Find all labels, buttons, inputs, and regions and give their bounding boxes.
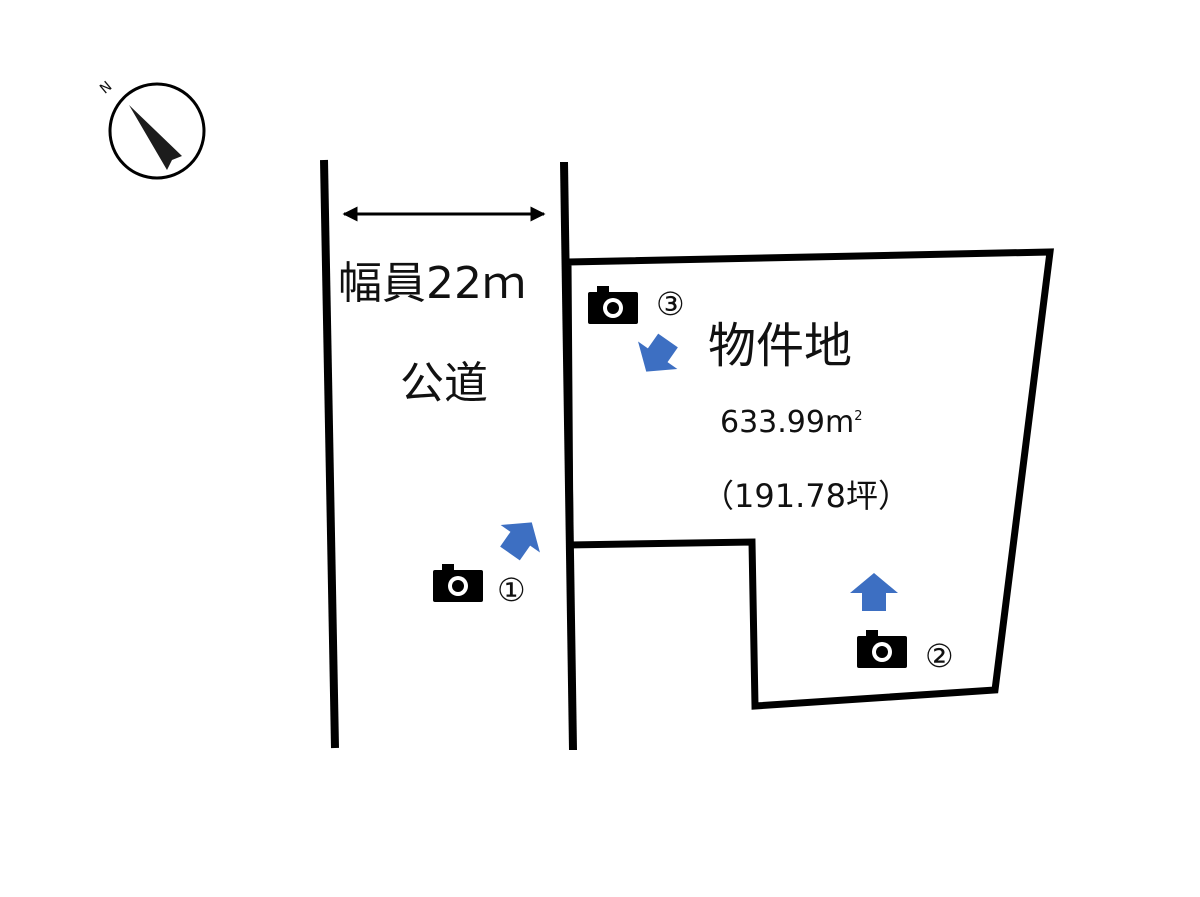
property-area-tsubo: （191.78坪） — [702, 477, 910, 515]
road-name-label: 公道 — [400, 358, 488, 409]
camera-icon — [588, 286, 638, 324]
property-area-value: 633.99 — [720, 405, 825, 440]
road-width-label: 幅員22ｍ — [338, 258, 526, 309]
camera-icon — [857, 630, 907, 668]
compass — [108, 82, 206, 180]
property-title: 物件地 — [708, 318, 853, 374]
property-area: 633.99m2 — [720, 408, 863, 438]
photo-point-number: ① — [497, 571, 526, 609]
property-area-unit: m — [824, 405, 855, 440]
north-arrow-icon — [129, 105, 182, 170]
direction-arrow-icon — [850, 573, 898, 611]
photo-point-number: ② — [925, 637, 954, 675]
direction-arrow-icon — [500, 522, 540, 561]
photo-point-number: ③ — [656, 285, 685, 323]
camera-icon — [433, 564, 483, 602]
direction-arrow-icon — [638, 333, 678, 372]
compass-ring — [108, 82, 206, 180]
road-edge-left — [320, 159, 339, 749]
property-boundary — [564, 248, 1054, 710]
property-area-superscript: 2 — [854, 409, 863, 424]
